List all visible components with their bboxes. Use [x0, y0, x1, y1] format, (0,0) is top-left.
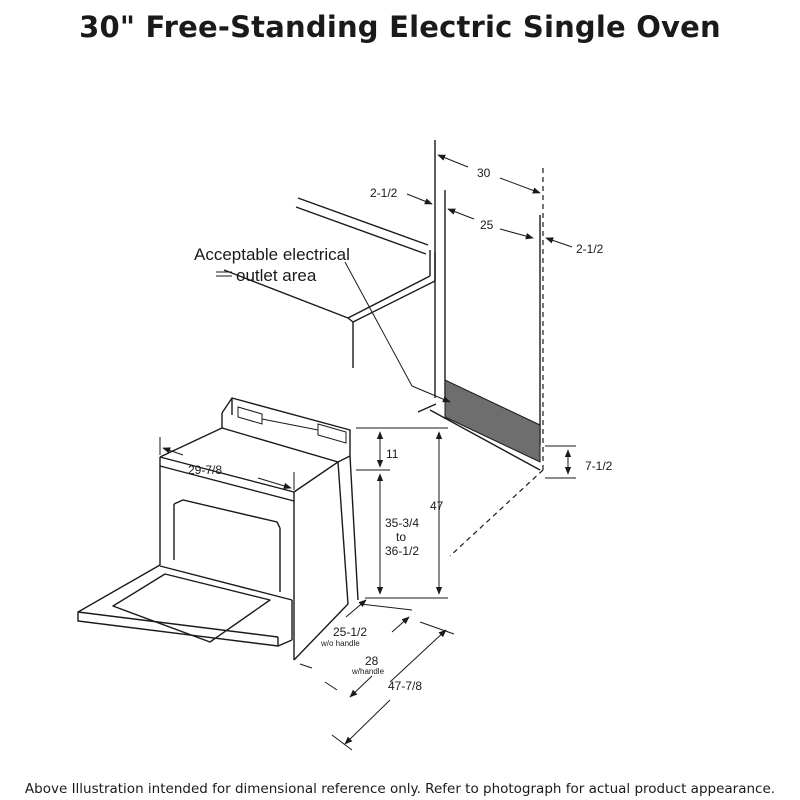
callout-leader [344, 261, 413, 387]
dim-inner-width: 25 [447, 208, 534, 240]
dim-11-label: 11 [386, 447, 399, 461]
dim-range-width: 29-7/8 [159, 437, 295, 490]
page-title: 30" Free-Standing Electric Single Oven [79, 10, 721, 44]
dim-depths: 25-1/2 w/o handle 28 w/handle 47-7/8 [299, 599, 455, 751]
dim-cooktop-label: 35-3/4 [385, 516, 419, 530]
dim-depth-no-handle-label: 25-1/2 [333, 625, 367, 639]
dim-25-label: 25 [480, 218, 494, 232]
disclaimer-footer: Above Illustration intended for dimensio… [24, 781, 776, 797]
dim-heights: 11 47 35-3/4 to 36-1/2 [356, 427, 448, 599]
dim-right-offset: 2-1/2 [545, 237, 604, 256]
dim-cooktop-to: to [396, 530, 406, 544]
dim-depth-handle-note: w/handle [351, 667, 385, 676]
dim-depth-no-handle-note: w/o handle [320, 639, 360, 648]
dim-outlet-height: 7-1/2 [545, 445, 613, 479]
dim-outlet-label: 7-1/2 [585, 459, 613, 473]
dim-range-width-label: 29-7/8 [188, 463, 222, 477]
dim-cutout-width: 30 [437, 154, 541, 194]
callout-arrow [411, 385, 451, 403]
dimension-diagram: Acceptable electrical outlet area [77, 140, 613, 751]
callout-line-1: Acceptable electrical [194, 245, 350, 264]
dim-left-label: 2-1/2 [370, 186, 398, 200]
dim-47-label: 47 [430, 499, 444, 513]
callout-line-2: outlet area [236, 266, 317, 285]
dim-left-offset: 2-1/2 [370, 186, 433, 205]
upper-cabinet [223, 197, 436, 368]
dim-30-label: 30 [477, 166, 491, 180]
range [77, 397, 359, 661]
cabinet-cutout [417, 140, 544, 557]
dim-depth-handle-label: 28 [365, 654, 379, 668]
outlet-area [444, 379, 541, 463]
dim-depth-door-label: 47-7/8 [388, 679, 422, 693]
dim-right-label: 2-1/2 [576, 242, 604, 256]
dim-cooktop-max-label: 36-1/2 [385, 544, 419, 558]
